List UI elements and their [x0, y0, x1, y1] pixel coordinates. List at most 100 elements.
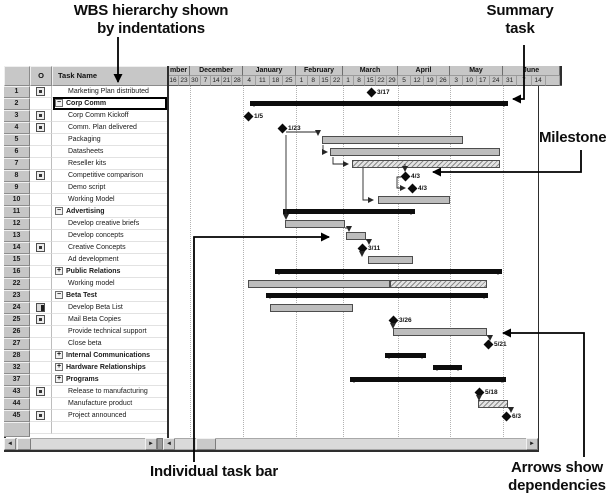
milestone-diamond[interactable]	[400, 171, 410, 181]
task-name-cell[interactable]: Demo script	[52, 182, 168, 194]
timescale-week-tick[interactable]: 14	[531, 76, 546, 86]
task-bar[interactable]	[478, 400, 508, 408]
chart-scroll-left-button[interactable]: ◄	[163, 438, 175, 450]
summary-task-bar[interactable]	[250, 101, 508, 106]
timescale-week-tick[interactable]: 7	[200, 76, 212, 86]
timescale-week-tick[interactable]: 12	[411, 76, 424, 86]
note-indicator-icon[interactable]	[36, 123, 45, 132]
task-name-cell[interactable]: Datasheets	[52, 146, 168, 158]
timescale-week-tick[interactable]: 31	[503, 76, 518, 86]
chart-scrollbar-thumb[interactable]	[196, 438, 216, 450]
row-number-cell[interactable]: 23	[4, 290, 30, 302]
summary-task-bar[interactable]	[433, 365, 462, 370]
task-name-cell[interactable]: Ad development	[52, 254, 168, 266]
task-name-cell[interactable]: Provide technical support	[52, 326, 168, 338]
indicator-cell[interactable]	[30, 254, 52, 266]
table-scroll-right-button[interactable]: ►	[145, 438, 157, 450]
timescale-month-january[interactable]: January	[243, 66, 296, 76]
row-number-cell[interactable]: 4	[4, 122, 30, 134]
indicator-cell[interactable]	[30, 230, 52, 242]
summary-task-bar[interactable]	[385, 353, 426, 358]
row-number-cell[interactable]: 22	[4, 278, 30, 290]
timescale-week-tick[interactable]: 8	[307, 76, 320, 86]
table-scrollbar-thumb[interactable]	[17, 438, 31, 450]
row-number-cell[interactable]: 13	[4, 230, 30, 242]
task-name-cell[interactable]: +Public Relations	[52, 266, 168, 278]
expand-outline-icon[interactable]: +	[55, 267, 63, 275]
indicator-cell[interactable]	[30, 350, 52, 362]
summary-task-bar[interactable]	[350, 377, 506, 382]
task-name-cell[interactable]: −Beta Test	[52, 290, 168, 302]
row-number-cell[interactable]: 3	[4, 110, 30, 122]
timescale-month-december[interactable]: December	[190, 66, 243, 76]
task-name-cell[interactable]: −Advertising	[52, 206, 168, 218]
note-indicator-icon[interactable]	[36, 387, 45, 396]
task-bar[interactable]	[346, 232, 366, 240]
timescale-week-tick[interactable]: 15	[319, 76, 332, 86]
timescale-week-tick[interactable]: 26	[437, 76, 450, 86]
timescale-month-april[interactable]: April	[398, 66, 450, 76]
timescale-week-tick[interactable]: 14	[211, 76, 222, 86]
row-number-cell[interactable]: 10	[4, 194, 30, 206]
timescale-week-tick[interactable]: 21	[221, 76, 233, 86]
task-bar[interactable]	[378, 196, 450, 204]
indicator-cell[interactable]	[30, 326, 52, 338]
timescale-week-tick[interactable]	[545, 76, 560, 86]
indicator-cell[interactable]	[30, 170, 52, 182]
task-name-cell[interactable]: Reseller kits	[52, 158, 168, 170]
empty-task-name-cell[interactable]	[52, 422, 168, 434]
task-name-cell[interactable]: Project announced	[52, 410, 168, 422]
timescale-week-tick[interactable]: 23	[179, 76, 190, 86]
select-all-corner-cell[interactable]	[4, 66, 30, 86]
task-bar[interactable]	[285, 220, 345, 228]
scrollbar-splitter[interactable]	[157, 438, 163, 450]
row-number-cell[interactable]: 44	[4, 398, 30, 410]
indicator-cell[interactable]	[30, 410, 52, 422]
chart-horizontal-scrollbar[interactable]	[163, 438, 538, 450]
indicator-cell[interactable]	[30, 158, 52, 170]
timescale-week-tick[interactable]: 5	[398, 76, 411, 86]
calendar-indicator-icon[interactable]	[36, 303, 45, 312]
task-name-cell[interactable]: Creative Concepts	[52, 242, 168, 254]
indicator-cell[interactable]	[30, 338, 52, 350]
task-bar[interactable]	[368, 256, 413, 264]
collapse-outline-icon[interactable]: −	[55, 99, 63, 107]
indicator-cell[interactable]	[30, 290, 52, 302]
indicator-cell[interactable]	[30, 242, 52, 254]
indicator-cell[interactable]	[30, 146, 52, 158]
note-indicator-icon[interactable]	[36, 243, 45, 252]
milestone-diamond[interactable]	[407, 183, 417, 193]
timescale-week-tick[interactable]: 19	[424, 76, 437, 86]
note-indicator-icon[interactable]	[36, 87, 45, 96]
row-number-cell[interactable]: 28	[4, 350, 30, 362]
indicator-cell[interactable]	[30, 206, 52, 218]
task-name-cell[interactable]: +Programs	[52, 374, 168, 386]
expand-outline-icon[interactable]: +	[55, 375, 63, 383]
timescale-week-tick[interactable]: 16	[168, 76, 179, 86]
empty-row-number-cell[interactable]	[4, 422, 30, 437]
timescale-month-june[interactable]: June	[503, 66, 560, 76]
task-name-cell[interactable]: Mail Beta Copies	[52, 314, 168, 326]
timescale-week-tick[interactable]: 1	[296, 76, 308, 86]
table-chart-split-bar[interactable]	[167, 66, 169, 450]
timescale-week-tick[interactable]: 18	[269, 76, 283, 86]
task-bar[interactable]	[390, 280, 487, 288]
timescale-week-tick[interactable]: 11	[256, 76, 270, 86]
task-name-cell[interactable]: Packaging	[52, 134, 168, 146]
timescale-week-tick[interactable]: 28	[232, 76, 243, 86]
row-number-cell[interactable]: 24	[4, 302, 30, 314]
note-indicator-icon[interactable]	[36, 171, 45, 180]
task-bar[interactable]	[352, 160, 500, 168]
collapse-outline-icon[interactable]: −	[55, 291, 63, 299]
indicator-cell[interactable]	[30, 386, 52, 398]
row-number-cell[interactable]: 15	[4, 254, 30, 266]
milestone-diamond[interactable]	[243, 111, 253, 121]
task-bar[interactable]	[393, 328, 487, 336]
table-scroll-left-button[interactable]: ◄	[4, 438, 16, 450]
expand-outline-icon[interactable]: +	[55, 363, 63, 371]
indicator-cell[interactable]	[30, 134, 52, 146]
indicator-cell[interactable]	[30, 110, 52, 122]
task-name-column-header[interactable]: Task Name	[52, 66, 168, 86]
timescale-month-february[interactable]: February	[296, 66, 343, 76]
timescale-month-mber[interactable]: mber	[168, 66, 190, 76]
